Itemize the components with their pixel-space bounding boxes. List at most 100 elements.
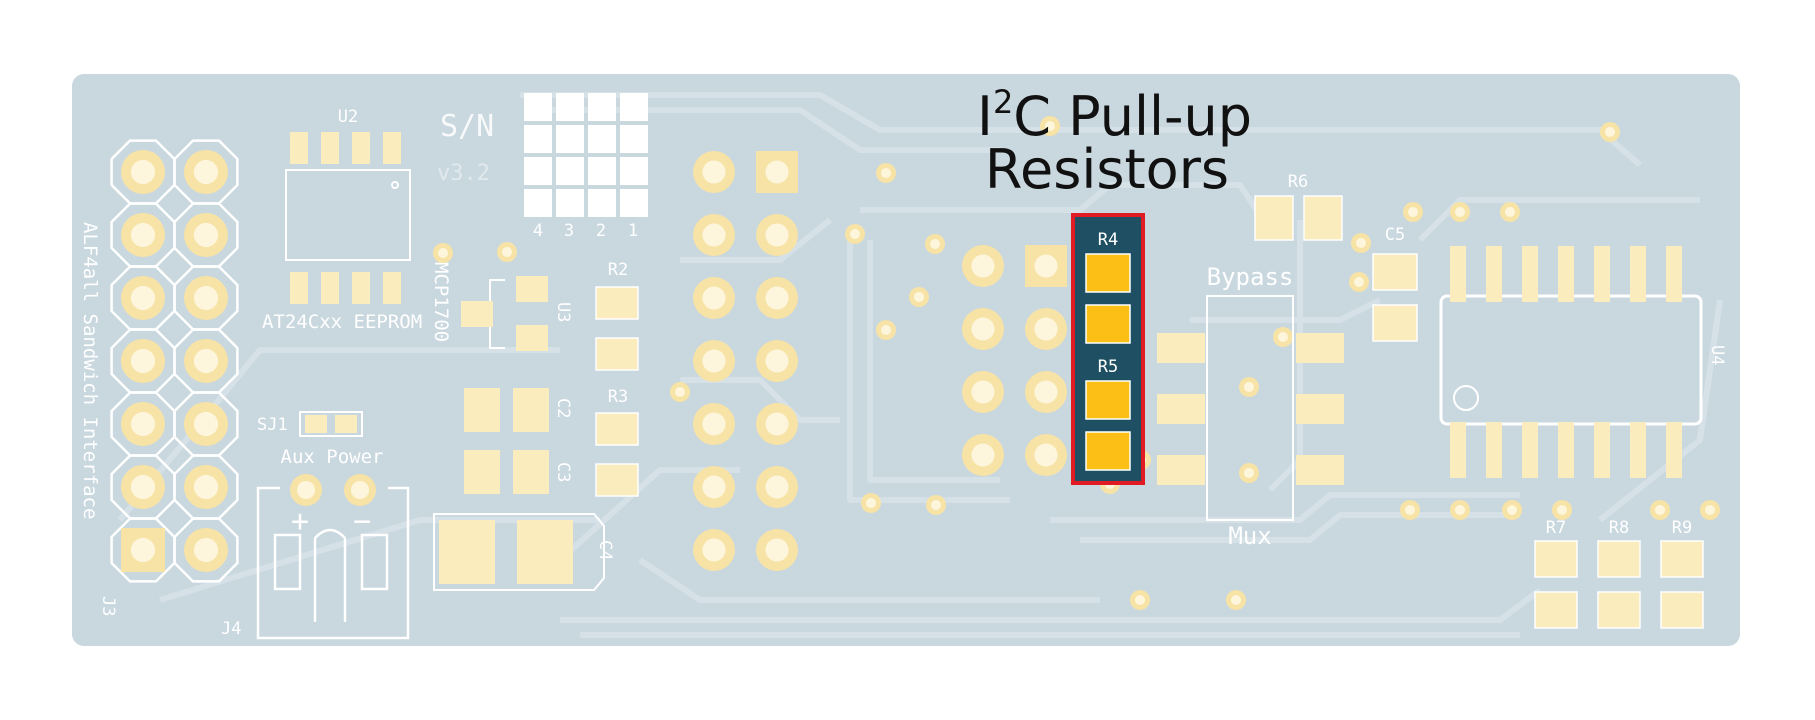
via-hole bbox=[1507, 505, 1517, 515]
drill-hole bbox=[130, 159, 156, 185]
u4-pin-top bbox=[1522, 246, 1538, 302]
r7-r9-resistors bbox=[1534, 540, 1704, 629]
via-hole bbox=[1505, 207, 1515, 217]
r5-pad-top bbox=[1085, 380, 1131, 420]
via-hole bbox=[1408, 207, 1418, 217]
drill-hole bbox=[193, 222, 219, 248]
drill-hole bbox=[702, 412, 726, 436]
vias bbox=[433, 116, 1720, 610]
trace bbox=[847, 230, 1010, 503]
drill-hole bbox=[765, 286, 789, 310]
u4-pin-top bbox=[1486, 246, 1502, 302]
trace bbox=[1050, 492, 1520, 523]
u4-pin-bottom bbox=[1450, 422, 1466, 478]
grid-cell bbox=[524, 189, 552, 217]
drill-hole bbox=[702, 286, 726, 310]
grid-cell bbox=[620, 93, 648, 121]
u2-eeprom bbox=[285, 132, 411, 304]
u4-label: U4 bbox=[1707, 345, 1727, 365]
grid-cell bbox=[524, 125, 552, 153]
drill-hole bbox=[130, 537, 156, 563]
trace bbox=[560, 587, 1542, 623]
trace bbox=[638, 557, 1100, 603]
c5-label: C5 bbox=[1385, 225, 1405, 245]
aux-power-label: Aux Power bbox=[281, 446, 384, 468]
grid-cell bbox=[588, 157, 616, 185]
via-hole bbox=[1655, 505, 1665, 515]
u4-pin-bottom bbox=[1666, 422, 1682, 478]
drill-hole bbox=[130, 222, 156, 248]
via-hole bbox=[1135, 595, 1145, 605]
mux-label: Mux bbox=[1228, 522, 1271, 550]
version-label: v3.2 bbox=[437, 161, 490, 186]
j4-connector bbox=[256, 474, 410, 640]
j4-plus-sign: + bbox=[291, 504, 309, 539]
via-hole bbox=[931, 500, 941, 510]
trace bbox=[1190, 297, 1382, 323]
grid-cell bbox=[620, 189, 648, 217]
grid-cell bbox=[524, 93, 552, 121]
drill-hole bbox=[971, 317, 995, 341]
via-hole bbox=[502, 247, 512, 257]
j4-label: J4 bbox=[221, 619, 241, 639]
r7-label: R7 bbox=[1546, 518, 1566, 538]
header-outline bbox=[173, 517, 239, 583]
bypass-label: Bypass bbox=[1207, 263, 1294, 291]
grid-cell bbox=[588, 189, 616, 217]
via-hole bbox=[1244, 468, 1254, 478]
title-superscript: 2 bbox=[993, 83, 1013, 121]
drill-hole bbox=[765, 223, 789, 247]
drill-hole bbox=[1034, 317, 1058, 341]
u2-label: U2 bbox=[338, 107, 358, 127]
grid-cell bbox=[620, 157, 648, 185]
drill-hole bbox=[1034, 380, 1058, 404]
grid-cell bbox=[620, 125, 648, 153]
drill-hole bbox=[702, 538, 726, 562]
sj1-label: SJ1 bbox=[257, 415, 288, 435]
drill-hole bbox=[193, 285, 219, 311]
via-hole bbox=[1405, 505, 1415, 515]
drill-hole bbox=[971, 443, 995, 467]
c2-label: C2 bbox=[553, 398, 573, 418]
grid-cell bbox=[588, 125, 616, 153]
drill-hole bbox=[702, 223, 726, 247]
via-hole bbox=[1455, 207, 1465, 217]
sn-col-1: 1 bbox=[628, 221, 638, 241]
via-hole bbox=[850, 229, 860, 239]
drill-hole bbox=[193, 159, 219, 185]
j4-minus-sign: − bbox=[353, 504, 371, 539]
r3-pad-bottom bbox=[595, 463, 639, 497]
drill-hole bbox=[971, 380, 995, 404]
c4-capacitor bbox=[433, 513, 605, 591]
mcp-label: MCP1700 bbox=[430, 262, 452, 342]
drill-hole bbox=[1034, 254, 1058, 278]
u4-pin-top bbox=[1558, 246, 1574, 302]
grid-cell bbox=[556, 157, 584, 185]
via-hole bbox=[675, 387, 685, 397]
via-hole bbox=[1278, 332, 1288, 342]
trace bbox=[680, 217, 832, 263]
u4-pin-bottom bbox=[1594, 422, 1610, 478]
r9-label: R9 bbox=[1672, 518, 1692, 538]
trace bbox=[860, 182, 1273, 232]
c3-pad-left bbox=[464, 450, 500, 494]
u4-pin-top bbox=[1630, 246, 1646, 302]
via-hole bbox=[1557, 505, 1567, 515]
header-outline bbox=[110, 517, 176, 583]
c3-label: C3 bbox=[553, 462, 573, 482]
sj1-pad-right bbox=[335, 415, 357, 433]
drill-hole bbox=[130, 348, 156, 374]
u4-pin-bottom bbox=[1522, 422, 1538, 478]
side-interface-label: ALF4all Sandwich Interface bbox=[79, 222, 101, 519]
r2-label: R2 bbox=[608, 260, 628, 280]
drill-hole bbox=[193, 348, 219, 374]
r5-pad-bottom bbox=[1085, 431, 1131, 471]
drill-hole bbox=[765, 349, 789, 373]
c5-pad-bottom bbox=[1372, 304, 1418, 342]
drill-hole bbox=[193, 411, 219, 437]
via-hole bbox=[1354, 277, 1364, 287]
serial-number-grid bbox=[524, 93, 648, 217]
via-hole bbox=[881, 168, 891, 178]
via-hole bbox=[1455, 505, 1465, 515]
